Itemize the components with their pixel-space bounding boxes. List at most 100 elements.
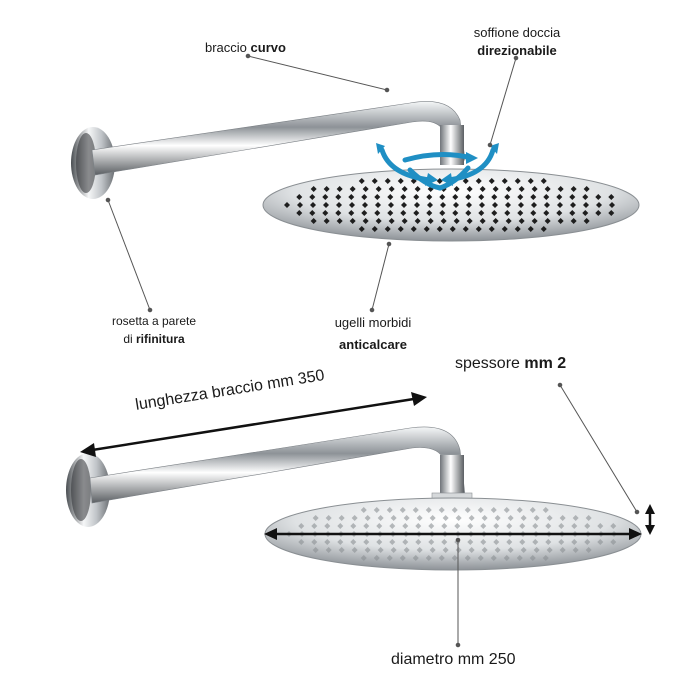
nozzle xyxy=(363,523,370,529)
label-wall-rosette: rosetta a parete di rifinitura xyxy=(111,314,197,346)
nozzle xyxy=(514,178,521,184)
nozzle xyxy=(439,210,446,216)
nozzle xyxy=(493,539,500,545)
nozzle xyxy=(556,194,563,200)
nozzle xyxy=(453,218,460,224)
nozzle xyxy=(400,210,407,216)
nozzle xyxy=(478,194,485,200)
nozzle xyxy=(298,523,305,529)
nozzle xyxy=(426,194,433,200)
nozzle xyxy=(532,539,539,545)
nozzle xyxy=(595,194,602,200)
nozzle xyxy=(373,507,380,513)
nozzle xyxy=(540,226,547,232)
nozzle xyxy=(362,186,369,192)
nozzle xyxy=(475,178,482,184)
nozzle xyxy=(429,515,436,521)
top-shower-assembly xyxy=(71,101,640,242)
nozzle xyxy=(348,210,355,216)
nozzle xyxy=(296,210,303,216)
nozzle xyxy=(455,515,462,521)
nozzle xyxy=(493,523,500,529)
nozzle xyxy=(464,507,471,513)
nozzle xyxy=(414,218,421,224)
nozzle xyxy=(438,507,445,513)
anti-limescale-nozzles xyxy=(284,178,615,232)
nozzle xyxy=(376,523,383,529)
nozzle xyxy=(570,218,577,224)
label-nozzles: ugelli morbidi anticalcare xyxy=(334,315,412,352)
shower-head-plate xyxy=(262,168,640,242)
nozzle xyxy=(451,507,458,513)
nozzle xyxy=(388,186,395,192)
nozzle xyxy=(454,523,461,529)
nozzle xyxy=(501,226,508,232)
nozzle xyxy=(309,194,316,200)
nozzle xyxy=(335,210,342,216)
nozzle xyxy=(453,186,460,192)
nozzle xyxy=(377,515,384,521)
nozzle xyxy=(571,539,578,545)
nozzle xyxy=(597,523,604,529)
nozzle xyxy=(557,202,563,208)
nozzle xyxy=(449,226,456,232)
nozzle xyxy=(558,523,565,529)
nozzle xyxy=(572,515,579,521)
nozzle xyxy=(478,210,485,216)
nozzle xyxy=(349,218,356,224)
nozzle xyxy=(582,194,589,200)
nozzle xyxy=(364,547,371,553)
nozzle xyxy=(397,178,404,184)
nozzle xyxy=(506,523,513,529)
nozzle xyxy=(543,194,550,200)
nozzle xyxy=(375,218,382,224)
nozzle xyxy=(584,539,591,545)
nozzle xyxy=(298,539,305,545)
nozzle xyxy=(436,226,443,232)
nozzle xyxy=(529,507,536,513)
nozzle xyxy=(519,539,526,545)
nozzle xyxy=(465,194,472,200)
nozzle xyxy=(374,194,381,200)
nozzle xyxy=(401,186,408,192)
nozzle xyxy=(610,539,617,545)
nozzle xyxy=(544,218,551,224)
nozzle xyxy=(399,555,406,561)
nozzle xyxy=(464,555,471,561)
nozzle xyxy=(514,226,521,232)
nozzle xyxy=(360,555,367,561)
nozzle xyxy=(542,555,549,561)
nozzle xyxy=(373,555,380,561)
nozzle xyxy=(438,555,445,561)
nozzle xyxy=(296,194,303,200)
nozzle xyxy=(475,226,482,232)
nozzle xyxy=(312,515,319,521)
nozzle xyxy=(452,194,459,200)
nozzle xyxy=(387,194,394,200)
nozzle xyxy=(557,218,564,224)
nozzle xyxy=(462,178,469,184)
nozzle xyxy=(362,218,369,224)
nozzle xyxy=(531,218,538,224)
nozzle xyxy=(505,186,512,192)
nozzle xyxy=(529,555,536,561)
nozzle xyxy=(440,202,446,208)
nozzle xyxy=(533,515,540,521)
nozzle xyxy=(403,515,410,521)
nozzle xyxy=(376,539,383,545)
nozzle xyxy=(338,547,345,553)
nozzle xyxy=(501,178,508,184)
nozzle xyxy=(544,186,551,192)
nozzle xyxy=(530,194,537,200)
nozzle xyxy=(374,210,381,216)
nozzle xyxy=(371,226,378,232)
nozzle xyxy=(468,515,475,521)
nozzle xyxy=(442,515,449,521)
nozzle xyxy=(481,547,488,553)
nozzle xyxy=(414,186,421,192)
label-curved-arm: braccio curvo xyxy=(205,40,286,55)
label-diameter: diametro mm 250 xyxy=(391,651,516,668)
nozzle xyxy=(572,547,579,553)
nozzle xyxy=(466,202,472,208)
